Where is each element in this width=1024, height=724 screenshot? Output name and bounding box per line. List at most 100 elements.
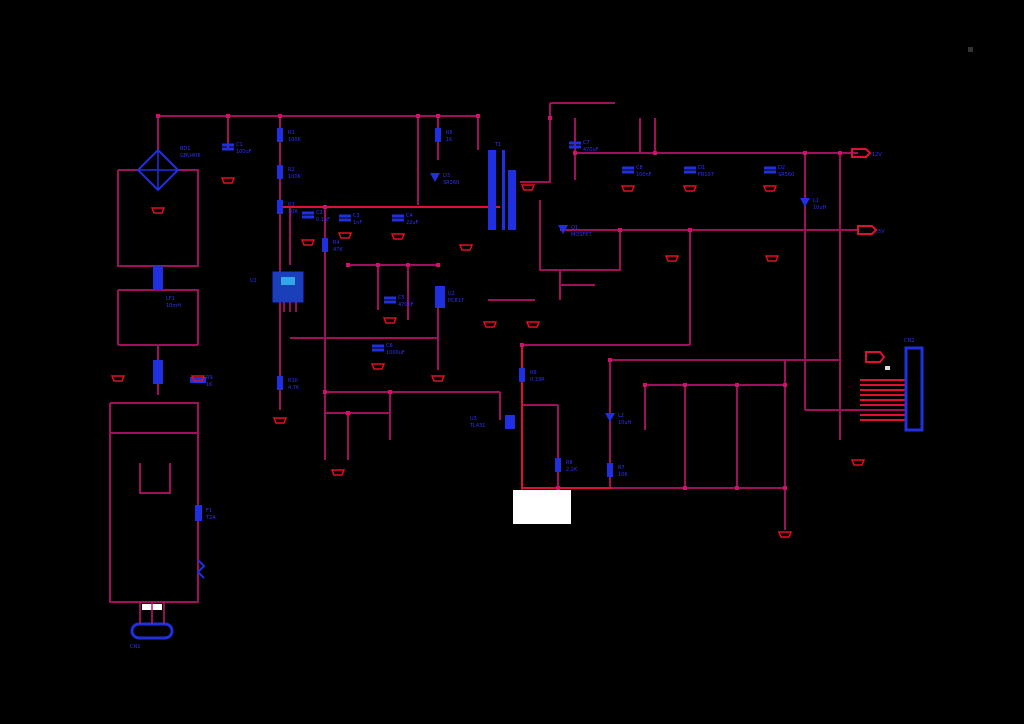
component-value: 4.7K (288, 385, 300, 391)
component-value: FR107 (698, 172, 714, 178)
fuse-ref: F1 (206, 508, 212, 514)
junction-dot (436, 114, 440, 118)
junction-markers (156, 114, 842, 490)
ground-icon (220, 177, 236, 184)
controller-ref: U1 (250, 278, 257, 284)
ground-icon (370, 363, 386, 370)
component-value: 1nF (353, 220, 362, 226)
net-label-12v: 12V (872, 152, 882, 158)
component-r8[interactable]: R82.2K (555, 458, 578, 473)
junction-dot (735, 383, 739, 387)
output-connector[interactable]: CN2 (885, 338, 924, 432)
component-r6[interactable]: R60.33R (519, 368, 545, 383)
ground-icon (682, 185, 698, 192)
sheet-marker (968, 47, 973, 52)
component-ref: R3 (288, 202, 295, 208)
component-ref: R9 (206, 375, 213, 381)
cmc-ref: LF1 (166, 296, 175, 302)
component-c2[interactable]: C20.1uF (302, 210, 330, 223)
component-ref: C7 (583, 140, 590, 146)
component-value: 2.2K (566, 467, 578, 473)
fuse-value: T2A (205, 515, 216, 521)
component-value: 10uH (618, 420, 632, 426)
component-ref: R8 (566, 460, 573, 466)
junction-dot (803, 151, 807, 155)
net-port-feedback[interactable] (865, 351, 886, 363)
component-value: 1000uF (386, 350, 405, 356)
net-port-5v[interactable]: 5V (857, 225, 885, 235)
junction-dot (323, 205, 327, 209)
junction-dot (346, 263, 350, 267)
component-ref: C6 (386, 343, 393, 349)
junction-dot (376, 263, 380, 267)
junction-dot (278, 114, 282, 118)
shunt-value: TL431 (469, 423, 485, 429)
component-ref: R6 (530, 370, 537, 376)
shunt-regulator[interactable]: U3 TL431 (469, 415, 515, 429)
component-value: 470uF (583, 147, 599, 153)
ground-icon (272, 417, 288, 424)
junction-dot (608, 358, 612, 362)
ground-icon (762, 185, 778, 192)
component-ref: L1 (813, 198, 819, 204)
component-value: 10uH (813, 205, 827, 211)
optocoupler[interactable]: U2 PC817 (435, 286, 464, 308)
component-ref: L2 (618, 413, 624, 419)
ground-icon (430, 375, 446, 382)
component-ref: D1 (698, 165, 705, 171)
transformer-ref: T1 (494, 142, 501, 148)
ground-icon (300, 239, 316, 246)
cmc-value: 10mH (166, 303, 181, 309)
junction-dot (548, 116, 552, 120)
component-value: 100nF (636, 172, 652, 178)
transformer[interactable]: T1 (488, 142, 516, 230)
junction-dot (388, 390, 392, 394)
component-ref: C8 (636, 165, 643, 171)
component-value: MOSFET (571, 232, 592, 238)
component-value: SR360 (443, 180, 459, 186)
junction-dot (226, 114, 230, 118)
title-block (513, 490, 571, 524)
ground-icon (520, 184, 536, 191)
junction-dot (323, 390, 327, 394)
component-ref: C2 (316, 210, 323, 216)
junction-dot (556, 486, 560, 490)
ground-icon (850, 459, 866, 466)
shunt-ref: U3 (470, 416, 477, 422)
common-mode-choke[interactable]: LF1 10mH (153, 266, 181, 384)
junction-dot (573, 151, 577, 155)
bridge-rectifier[interactable]: BD1 GBU406 (136, 146, 201, 192)
controller-ic[interactable]: U1 (250, 271, 304, 312)
net-port-12v[interactable]: 12V (851, 148, 882, 158)
input-connector[interactable]: CN1 (130, 602, 174, 650)
component-value: 47K (333, 247, 343, 253)
bridge-ref: BD1 (180, 146, 190, 152)
fuse[interactable]: F1 T2A (195, 505, 216, 579)
junction-dot (783, 486, 787, 490)
junction-dot (653, 151, 657, 155)
ground-icon (620, 185, 636, 192)
